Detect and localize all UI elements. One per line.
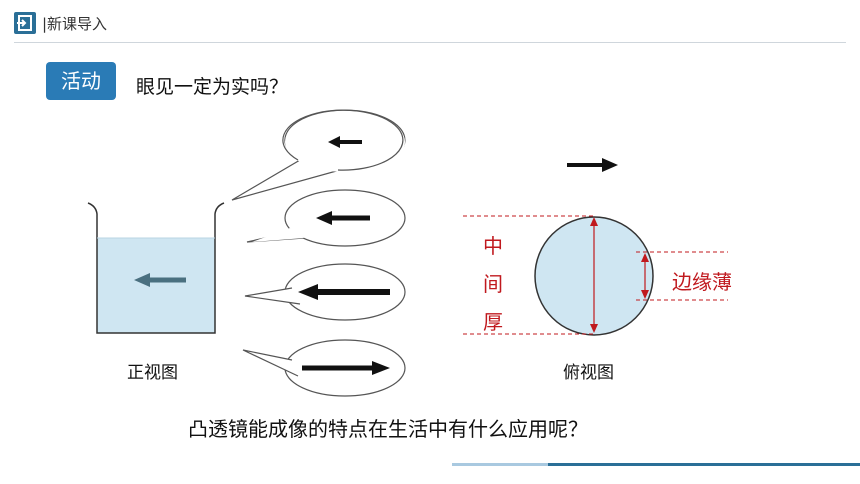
bottom-question: 凸透镜能成像的特点在生活中有什么应用呢？ xyxy=(188,417,588,441)
middle-label-2: 间 xyxy=(483,272,503,296)
real-arrow xyxy=(567,158,618,172)
front-view-caption: 正视图 xyxy=(127,363,178,383)
beaker xyxy=(87,202,225,334)
middle-label-3: 厚 xyxy=(483,310,503,334)
footer-bar-light xyxy=(452,463,548,466)
bubble-1 xyxy=(231,109,406,201)
bubble-4 xyxy=(242,339,406,397)
bubble-3 xyxy=(244,263,406,321)
footer-bar-dark xyxy=(548,463,860,466)
header-divider xyxy=(14,42,846,43)
activity-badge: 活动 xyxy=(46,62,116,100)
middle-label-1: 中 xyxy=(483,234,503,258)
activity-question: 眼见一定为实吗？ xyxy=(136,76,289,98)
beaker-arrow xyxy=(134,273,186,287)
top-view-caption: 俯视图 xyxy=(563,363,614,383)
header-title: |新课导入 xyxy=(42,15,108,33)
exit-icon xyxy=(14,12,36,34)
edge-thin-label: 边缘薄 xyxy=(672,270,732,294)
cup-top-view xyxy=(463,215,728,336)
bubble-2 xyxy=(246,189,406,247)
